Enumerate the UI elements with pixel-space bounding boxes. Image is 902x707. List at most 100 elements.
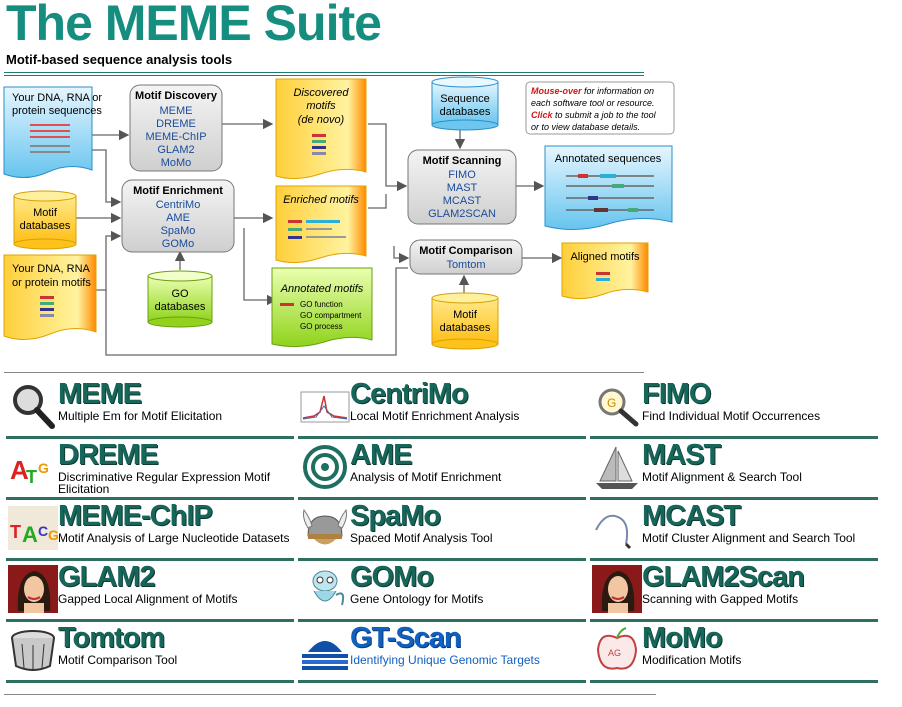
- cartoon-creature-icon: [312, 570, 345, 606]
- tool-link-centrimo[interactable]: CentriMo: [156, 199, 201, 211]
- tool-name[interactable]: FIMO: [642, 378, 711, 410]
- tool-glam2scan[interactable]: GLAM2Scan Scanning with Gapped Motifs: [590, 561, 878, 622]
- divider: [4, 75, 644, 76]
- tool-gt-scan[interactable]: GT-Scan Identifying Unique Genomic Targe…: [298, 622, 586, 683]
- tool-link-fimo[interactable]: FIMO: [448, 169, 476, 181]
- divider: [4, 72, 644, 73]
- tool-ame[interactable]: AME Analysis of Motif Enrichment: [298, 439, 586, 500]
- tool-name[interactable]: MoMo: [642, 622, 723, 654]
- hint-line4: or to view database details.: [531, 122, 640, 132]
- viking-helmet-icon: [303, 508, 347, 545]
- dreme-logo-icon: A T G: [10, 455, 49, 487]
- gt-scan-logo-icon: [302, 641, 348, 670]
- tool-link-mcast[interactable]: MCAST: [443, 195, 482, 207]
- tool-description: Gene Ontology for Motifs: [350, 592, 484, 606]
- svg-text:Mouse-over for information on: Mouse-over for information on: [531, 86, 654, 96]
- tool-link-dreme[interactable]: DREME: [156, 118, 196, 130]
- tool-name[interactable]: MEME-ChIP: [58, 500, 213, 532]
- input-sequences-label: Your DNA, RNA or: [12, 92, 102, 104]
- tool-link-gomo[interactable]: GOMo: [162, 238, 194, 250]
- tool-link-glam2[interactable]: GLAM2: [157, 144, 194, 156]
- input-sequences-box[interactable]: Your DNA, RNA or protein sequences: [3, 86, 102, 178]
- sequence-databases[interactable]: Sequence databases: [431, 76, 499, 131]
- motif-enrichment-box[interactable]: Motif Enrichment CentriMo AME SpaMo GOMo: [121, 179, 235, 253]
- tool-name[interactable]: Tomtom: [58, 622, 165, 654]
- motif-comparison-box[interactable]: Motif Comparison Tomtom: [409, 239, 523, 275]
- tool-name[interactable]: CentriMo: [350, 378, 469, 410]
- drum-icon: [11, 630, 55, 671]
- annotated-sequences-box: Annotated sequences: [544, 145, 673, 231]
- go-databases[interactable]: GO databases: [147, 270, 213, 328]
- svg-text:A: A: [22, 522, 38, 547]
- motif-databases-left-label: databases: [20, 220, 71, 232]
- svg-text:G: G: [48, 527, 58, 543]
- target-icon: [303, 445, 347, 489]
- tool-link-meme-chip[interactable]: MEME-ChIP: [145, 131, 206, 143]
- tool-name[interactable]: GT-Scan: [350, 622, 462, 654]
- tool-momo[interactable]: AG MoMo Modification Motifs: [590, 622, 878, 683]
- apple-icon: AG: [596, 627, 638, 670]
- tool-link-glam2scan[interactable]: GLAM2SCAN: [428, 208, 496, 220]
- tool-gomo[interactable]: GOMo Gene Ontology for Motifs: [298, 561, 586, 622]
- motif-discovery-title: Motif Discovery: [135, 90, 218, 102]
- tool-link-momo[interactable]: MoMo: [161, 157, 192, 169]
- hint-mouseover: Mouse-over: [531, 86, 582, 96]
- svg-text:C: C: [38, 523, 48, 539]
- tool-name[interactable]: AME: [350, 439, 412, 471]
- tool-link-mast[interactable]: MAST: [447, 182, 478, 194]
- tool-description: Analysis of Motif Enrichment: [350, 470, 502, 484]
- tool-tomtom[interactable]: Tomtom Motif Comparison Tool: [6, 622, 294, 683]
- annotated-motifs-label: Annotated motifs: [280, 283, 364, 295]
- tool-name[interactable]: GLAM2Scan: [642, 561, 805, 593]
- tool-description: Motif Comparison Tool: [58, 653, 178, 667]
- workflow-diagram: Your DNA, RNA or protein sequences Motif…: [3, 76, 675, 356]
- motif-comparison-title: Motif Comparison: [419, 245, 513, 257]
- tool-description: Spaced Motif Analysis Tool: [350, 531, 493, 545]
- hint-mouseover-text: for information on: [582, 86, 655, 96]
- tool-meme[interactable]: MEME Multiple Em for Motif Elicitation: [6, 378, 294, 439]
- tool-description: Find Individual Motif Occurrences: [642, 409, 821, 423]
- tool-link-tomtom[interactable]: Tomtom: [446, 259, 485, 271]
- svg-text:Click to submit a job to the t: Click to submit a job to the tool: [531, 110, 657, 120]
- tool-glam2[interactable]: GLAM2 Gapped Local Alignment of Motifs: [6, 561, 294, 622]
- motif-scanning-box[interactable]: Motif Scanning FIMO MAST MCAST GLAM2SCAN: [407, 149, 517, 225]
- motif-databases-right[interactable]: Motif databases: [431, 292, 499, 350]
- tool-centrimo[interactable]: CentriMo Local Motif Enrichment Analysis: [298, 378, 586, 439]
- tool-name[interactable]: GLAM2: [58, 561, 155, 593]
- tool-fimo[interactable]: G FIMO Find Individual Motif Occurrences: [590, 378, 878, 439]
- enriched-motifs-box: Enriched motifs: [275, 185, 367, 264]
- discovered-motifs-label: (de novo): [298, 114, 345, 126]
- tool-dreme[interactable]: A T G DREME Discriminative Regular Expre…: [6, 439, 294, 500]
- tool-mast[interactable]: MAST Motif Alignment & Search Tool: [590, 439, 878, 500]
- tool-name[interactable]: SpaMo: [350, 500, 441, 532]
- tool-description: Discriminative Regular Expression Motif …: [58, 470, 271, 496]
- annotated-motifs-box: Annotated motifs GO function GO compartm…: [271, 267, 373, 348]
- motif-databases-left[interactable]: Motif databases: [13, 190, 77, 250]
- annotated-sequences-label: Annotated sequences: [555, 153, 662, 165]
- input-motifs-box[interactable]: Your DNA, RNA or protein motifs: [3, 254, 97, 340]
- input-sequences-label: protein sequences: [12, 105, 102, 117]
- tool-name[interactable]: MEME: [58, 378, 142, 410]
- sequence-logo-icon: T A C G: [8, 506, 58, 550]
- tool-spamo[interactable]: SpaMo Spaced Motif Analysis Tool: [298, 500, 586, 561]
- page-subtitle: Motif-based sequence analysis tools: [6, 52, 233, 67]
- aligned-motifs-box: Aligned motifs: [561, 242, 649, 300]
- tool-name[interactable]: GOMo: [350, 561, 434, 593]
- tool-meme-chip[interactable]: T A C G MEME-ChIP Motif Analysis of Larg…: [6, 500, 294, 561]
- divider: [4, 694, 656, 695]
- sailboat-icon: [596, 446, 638, 489]
- tool-link-meme[interactable]: MEME: [160, 105, 193, 117]
- tool-description: Multiple Em for Motif Elicitation: [58, 409, 223, 423]
- page-title: The MEME Suite: [6, 0, 382, 51]
- tool-name[interactable]: DREME: [58, 439, 159, 471]
- motif-discovery-box[interactable]: Motif Discovery MEME DREME MEME-ChIP GLA…: [129, 84, 223, 172]
- glamour-portrait-icon: [592, 565, 642, 613]
- sequence-databases-label: Sequence: [440, 93, 490, 105]
- tool-mcast[interactable]: MCAST Motif Cluster Alignment and Search…: [590, 500, 878, 561]
- tool-link-ame[interactable]: AME: [166, 212, 190, 224]
- tool-name[interactable]: MAST: [642, 439, 721, 471]
- go-databases-label: GO: [171, 288, 189, 300]
- aligned-motifs-label: Aligned motifs: [570, 251, 640, 263]
- tool-name[interactable]: MCAST: [642, 500, 741, 532]
- tool-link-spamo[interactable]: SpaMo: [161, 225, 196, 237]
